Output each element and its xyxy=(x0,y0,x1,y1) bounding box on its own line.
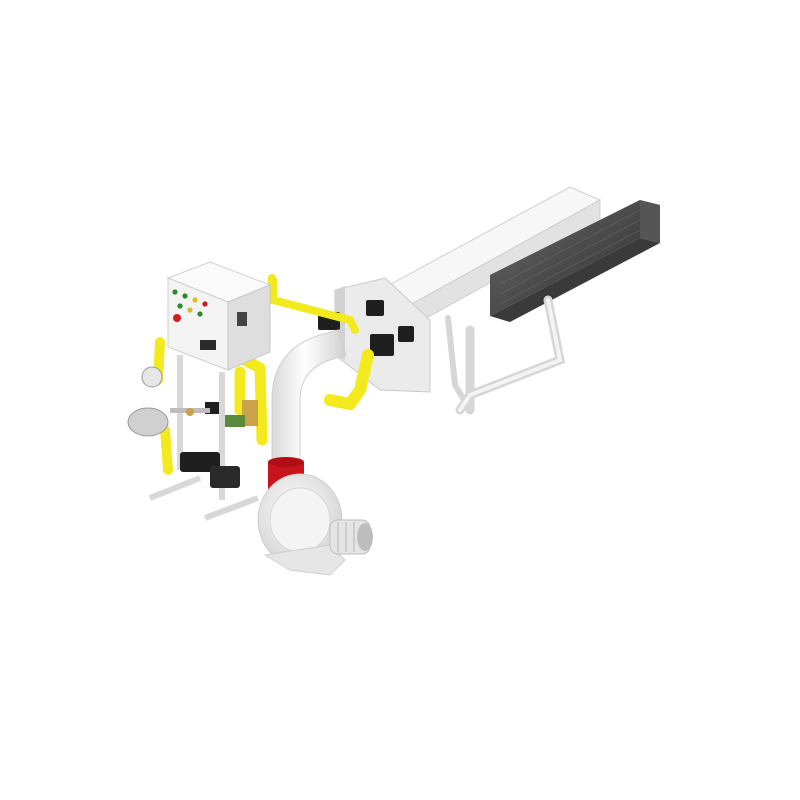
controller-display xyxy=(200,340,216,350)
blower-fan xyxy=(257,473,373,576)
return-pipes xyxy=(445,295,566,415)
shutoff-valve xyxy=(180,452,220,472)
control-cabinet xyxy=(166,261,272,371)
cabinet-label xyxy=(237,312,247,326)
gas-regulator xyxy=(127,407,169,437)
control-panel-indicators xyxy=(172,289,208,317)
air-duct xyxy=(268,329,347,492)
pressure-gauge-icon xyxy=(141,366,163,388)
filter-body xyxy=(242,400,258,426)
emergency-stop-icon xyxy=(173,314,181,322)
gas-pipes xyxy=(153,274,374,475)
gas-train xyxy=(127,366,258,488)
radiant-heater-panel xyxy=(490,200,660,322)
